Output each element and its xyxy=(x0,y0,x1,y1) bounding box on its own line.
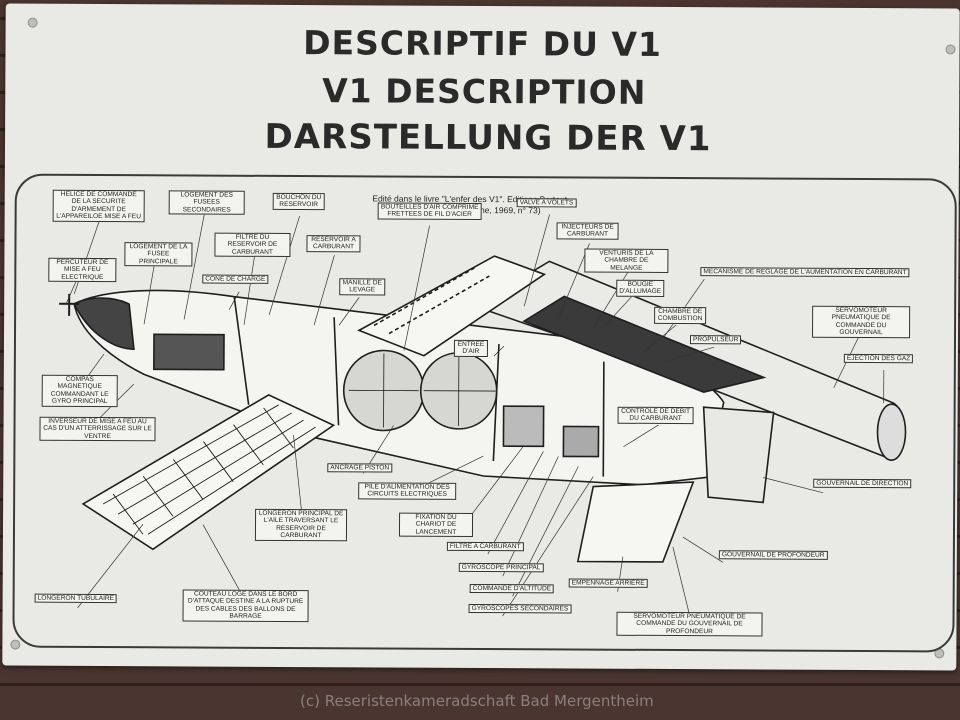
label-gouvernail-direction: GOUVERNAIL DE DIRECTION xyxy=(813,478,912,489)
v1-cutaway-drawing xyxy=(59,212,907,628)
label-helice: HELICE DE COMMANDE DE LA SECURITE D'ARME… xyxy=(52,189,145,222)
label-inverseur: INVERSEUR DE MISE A FEU AU CAS D'UN ATTE… xyxy=(39,416,156,442)
label-empennage-arriere: EMPENNAGE ARRIERE xyxy=(568,578,648,589)
label-gouvernail-profondeur: GOUVERNAIL DE PROFONDEUR xyxy=(718,550,828,561)
label-couteau: COUTEAU LOGE DANS LE BORD D'ATTAQUE DEST… xyxy=(182,589,309,622)
label-bouteilles-air: BOUTEILLES D'AIR COMPRIME FRETTEES DE FI… xyxy=(377,202,482,220)
label-compas-magnetique: COMPAS MAGNETIQUE COMMANDANT LE GYRO PRI… xyxy=(41,374,118,407)
label-gyroscope-principal: GYROSCOPE PRINCIPAL xyxy=(458,562,544,573)
label-chambre-combustion: CHAMBRE DE COMBUSTION xyxy=(654,306,707,324)
label-mecanisme-reglage: MECANISME DE REGLAGE DE L'AUMENTATION EN… xyxy=(700,267,910,278)
label-pile-alimentation: PILE D'ALIMENTATION DES CIRCUITS ELECTRI… xyxy=(358,482,457,500)
label-ancrage-piston: ANCRAGE PISTON xyxy=(327,463,393,473)
label-commande-altitude: COMMANDE D'ALTITUDE xyxy=(469,583,555,594)
label-entree-air: ENTREE D'AIR xyxy=(453,339,488,357)
label-cone-charge: CONE DE CHARGE xyxy=(202,274,269,285)
label-controle-debit: CONTROLE DE DEBIT DU CARBURANT xyxy=(617,406,694,424)
label-bouchon-reservoir: BOUCHON DU RESERVOIR xyxy=(272,192,325,210)
label-venturis: VENTURIS DE LA CHAMBRE DE MELANGE xyxy=(584,248,669,274)
label-logement-fusees-secondaires: LOGEMENT DES FUSEES SECONDAIRES xyxy=(168,190,245,215)
information-sign: DESCRIPTIF DU V1 V1 DESCRIPTION DARSTELL… xyxy=(2,3,960,671)
label-logement-fusee-principale: LOGEMENT DE LA FUSEE PRINCIPALE xyxy=(124,242,193,267)
label-propulseur: PROPULSEUR xyxy=(689,335,742,345)
label-bougie-allumage: BOUGIE D'ALLUMAGE xyxy=(616,279,665,297)
label-gyroscopes-secondaires: GYROSCOPES SECONDAIRES xyxy=(468,603,572,614)
copyright-watermark: (c) Reseristenkameradschaft Bad Mergenth… xyxy=(300,692,654,710)
label-ejection-gaz: EJECTION DES GAZ xyxy=(843,353,914,364)
label-injecteurs: INJECTEURS DE CARBURANT xyxy=(556,222,619,240)
label-longeron-tubulaire: LONGERON TUBULAIRE xyxy=(34,593,118,604)
label-servomoteur-gouvernail: SERVOMOTEUR PNEUMATIQUE DE COMMANDE DU G… xyxy=(812,305,911,338)
label-manille-levage: MANILLE DE LEVAGE xyxy=(339,278,386,296)
label-fixation-chariot: FIXATION DU CHARIOT DE LANCEMENT xyxy=(398,512,474,538)
label-filtre-reservoir: FILTRE DU RESERVOIR DE CARBURANT xyxy=(214,232,291,258)
label-longeron-principal: LONGERON PRINCIPAL DE L'AILE TRAVERSANT … xyxy=(254,508,348,541)
label-servomoteur-profondeur: SERVOMOTEUR PNEUMATIQUE DE COMMANDE DU G… xyxy=(616,611,763,637)
label-percuteur: PERCUTEUR DE MISE A FEU ELECTRIQUE xyxy=(48,257,117,283)
label-filtre-carburant: FILTRE A CARBURANT xyxy=(446,541,524,552)
label-valve-volets: VALVE A VOLETS xyxy=(516,198,577,208)
label-reservoir-carburant: RESERVOIR A CARBURANT xyxy=(306,235,361,253)
